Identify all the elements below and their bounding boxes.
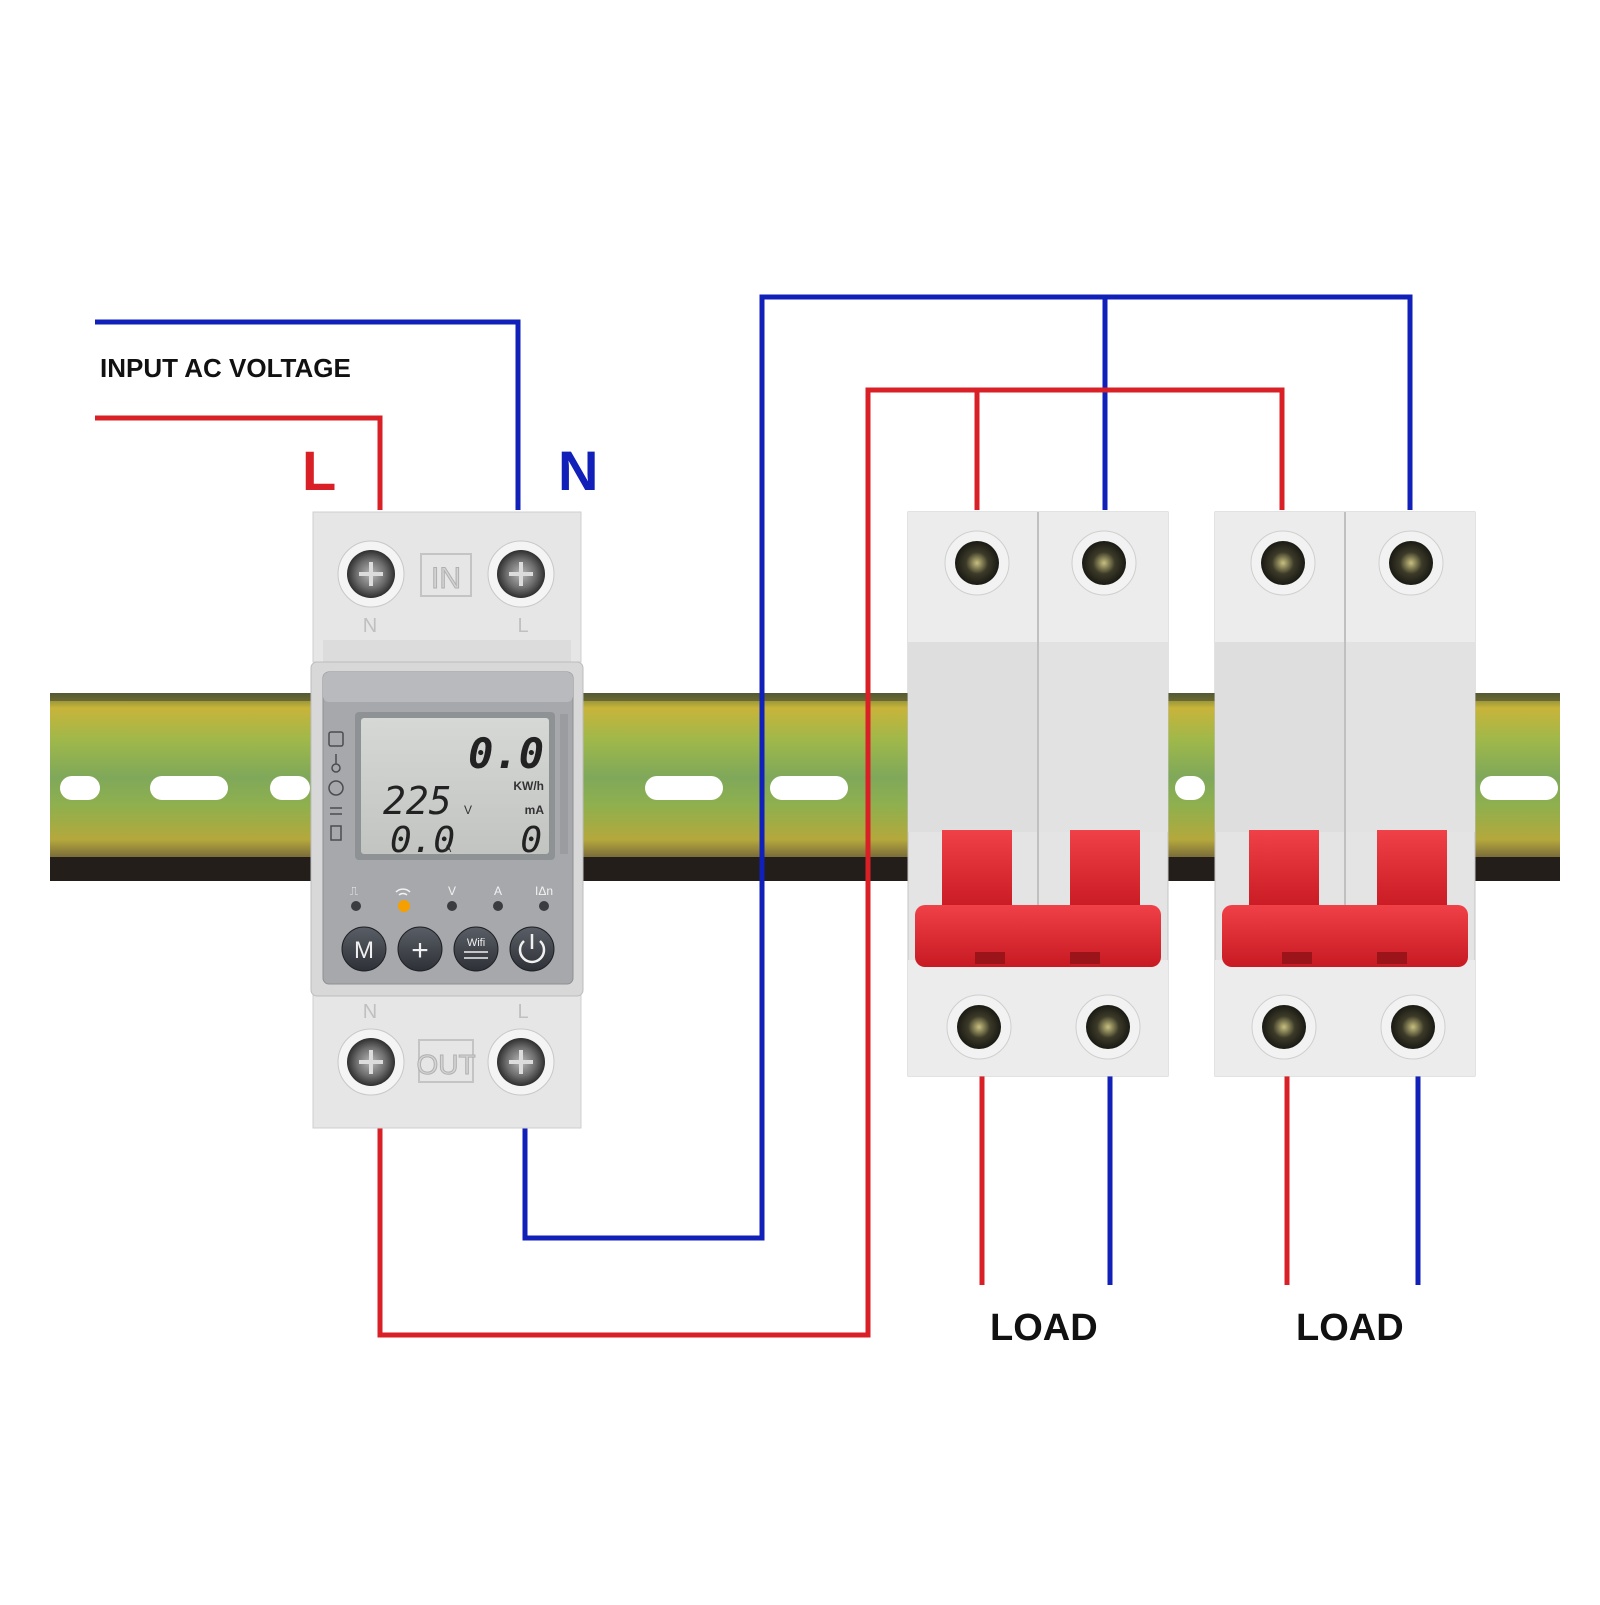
lcd-current-unit: A	[444, 843, 452, 855]
wifi-button[interactable]: Wifi	[453, 926, 499, 972]
out-label: OUT	[416, 1049, 475, 1080]
screw-terminal-icon[interactable]	[487, 540, 555, 608]
wifi-led	[398, 900, 410, 912]
mode-button-label: M	[354, 937, 374, 964]
output-neutral-wire	[522, 294, 1413, 1241]
timer-icon	[328, 780, 344, 796]
mode-button[interactable]: M	[341, 926, 387, 972]
recycle-bin-icon	[330, 825, 342, 841]
in-label: IN	[431, 562, 461, 595]
terminal-label-bottom-left: N	[363, 1001, 377, 1023]
power-icon	[518, 934, 546, 964]
lcd-screen: 0.0 KW/h 225 V mA 0.0 A 0	[355, 712, 555, 861]
input-voltage-label: INPUT AC VOLTAGE	[100, 353, 351, 383]
indicator-leak-label: IΔn	[535, 884, 553, 898]
live-label: L	[302, 439, 336, 502]
lcd-leak-unit: mA	[525, 803, 545, 817]
plus-button[interactable]: +	[397, 926, 443, 972]
power-button[interactable]	[509, 926, 555, 972]
screw-terminal-icon[interactable]	[1250, 530, 1316, 596]
screw-terminal-icon[interactable]	[944, 530, 1010, 596]
terminal-label-top-left: N	[363, 615, 377, 637]
lcd-voltage-value: 225	[383, 779, 452, 823]
screw-terminal-icon[interactable]	[487, 1028, 555, 1096]
plus-button-label: +	[411, 934, 429, 967]
input-neutral-wire	[95, 319, 521, 510]
side-icons	[328, 731, 344, 841]
pulse-icon: ⎍	[350, 884, 359, 898]
screw-terminal-icon[interactable]	[1075, 994, 1141, 1060]
screw-terminal-icon[interactable]	[1378, 530, 1444, 596]
output-live-wire	[377, 387, 1285, 1338]
screw-terminal-icon[interactable]	[1071, 530, 1137, 596]
load-label-1: LOAD	[990, 1307, 1098, 1349]
indicator-a-label: A	[494, 884, 502, 898]
circuit-breaker-2	[1214, 511, 1476, 1077]
screw-terminal-icon[interactable]	[337, 1028, 405, 1096]
wires	[95, 294, 1421, 1338]
terminal-label-top-right: L	[517, 615, 528, 637]
input-live-wire	[95, 415, 383, 510]
lcd-voltage-unit: V	[464, 803, 472, 817]
square-icon	[328, 731, 344, 747]
rail-slots	[60, 776, 1558, 800]
lcd-energy-value: 0.0	[468, 729, 544, 778]
wifi-button-label: Wifi	[467, 937, 485, 949]
ce-icon	[330, 807, 342, 815]
screw-terminal-icon[interactable]	[337, 540, 405, 608]
load-label-2: LOAD	[1296, 1307, 1404, 1349]
breaker-handle[interactable]	[915, 830, 1161, 967]
wifi-icon	[395, 888, 411, 896]
neutral-label: N	[558, 439, 598, 502]
screw-terminal-icon[interactable]	[1380, 994, 1446, 1060]
temperature-icon	[331, 754, 341, 773]
screw-terminal-icon[interactable]	[1251, 994, 1317, 1060]
indicator-labels: ⎍ V A IΔn	[350, 884, 553, 898]
indicator-v-label: V	[448, 884, 456, 898]
lcd-energy-unit: KW/h	[513, 779, 544, 793]
breaker-handle[interactable]	[1222, 830, 1468, 967]
lcd-leak-value: 0	[520, 820, 542, 861]
circuit-breaker-1	[907, 511, 1169, 1077]
screw-terminal-icon[interactable]	[946, 994, 1012, 1060]
terminal-label-bottom-right: L	[517, 1001, 528, 1023]
lcd-current-value: 0.0	[390, 820, 455, 861]
smart-meter: IN N L 0.0 KW/h 225 V mA 0.0 A 0 ⎍	[310, 511, 584, 1129]
indicator-leds	[351, 900, 549, 912]
